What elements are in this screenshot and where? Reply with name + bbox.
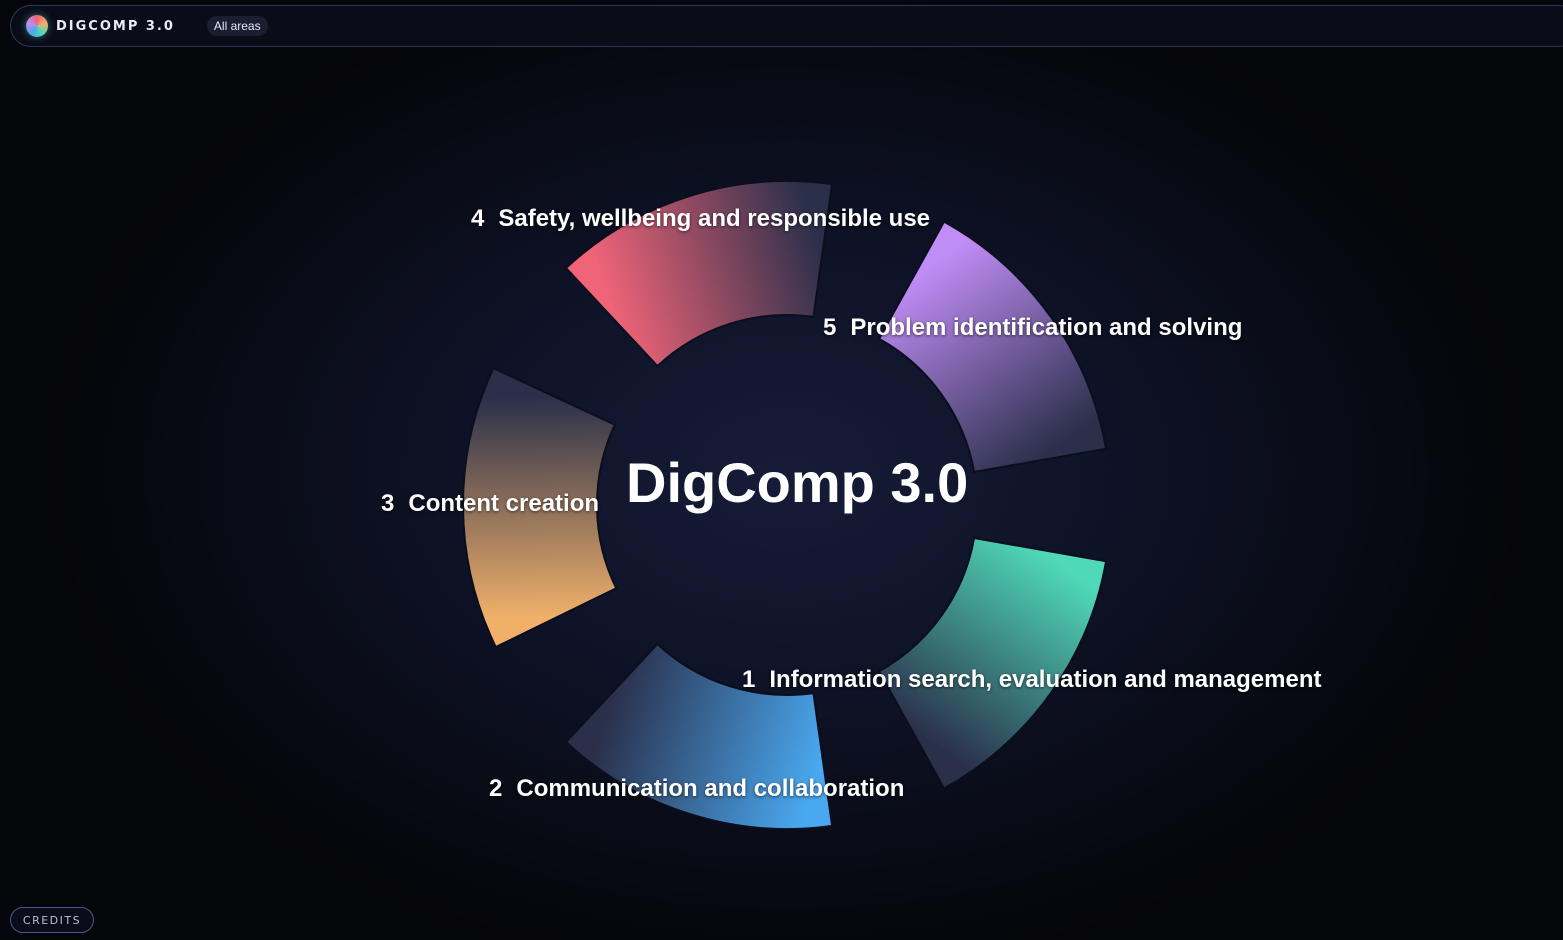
area-name: Problem identification and solving: [850, 314, 1243, 341]
area-name: Information search, evaluation and manag…: [769, 666, 1322, 693]
area-number: 4: [471, 205, 485, 232]
area-segment-5[interactable]: [877, 220, 1108, 474]
area-label-1[interactable]: 1 Information search, evaluation and mana…: [742, 666, 1322, 694]
area-label-3[interactable]: 3 Content creation: [381, 490, 599, 518]
color-wheel-logo-icon: [26, 15, 48, 37]
area-number: 1: [742, 666, 756, 693]
area-label-4[interactable]: 4 Safety, wellbeing and responsible use: [471, 205, 930, 233]
area-name: Content creation: [408, 490, 600, 517]
area-number: 3: [381, 490, 395, 517]
area-label-2[interactable]: 2 Communication and collaboration: [489, 775, 904, 803]
brand-title: DIGCOMP 3.0: [56, 18, 175, 34]
area-segment-1[interactable]: [877, 536, 1108, 790]
area-name: Safety, wellbeing and responsible use: [498, 205, 931, 232]
center-title: DigComp 3.0: [626, 451, 969, 514]
area-number: 5: [823, 314, 837, 341]
area-segment-2[interactable]: [564, 642, 834, 830]
credits-button[interactable]: CREDITS: [10, 907, 94, 933]
area-label-5[interactable]: 5 Problem identification and solving: [823, 314, 1242, 342]
area-segment-3[interactable]: [462, 366, 618, 649]
area-number: 2: [489, 775, 503, 802]
area-segment-4[interactable]: [564, 180, 834, 368]
top-bar: DIGCOMP 3.0 All areas: [10, 5, 1563, 47]
area-name: Communication and collaboration: [516, 775, 905, 802]
area-filter-button[interactable]: All areas: [206, 16, 268, 36]
